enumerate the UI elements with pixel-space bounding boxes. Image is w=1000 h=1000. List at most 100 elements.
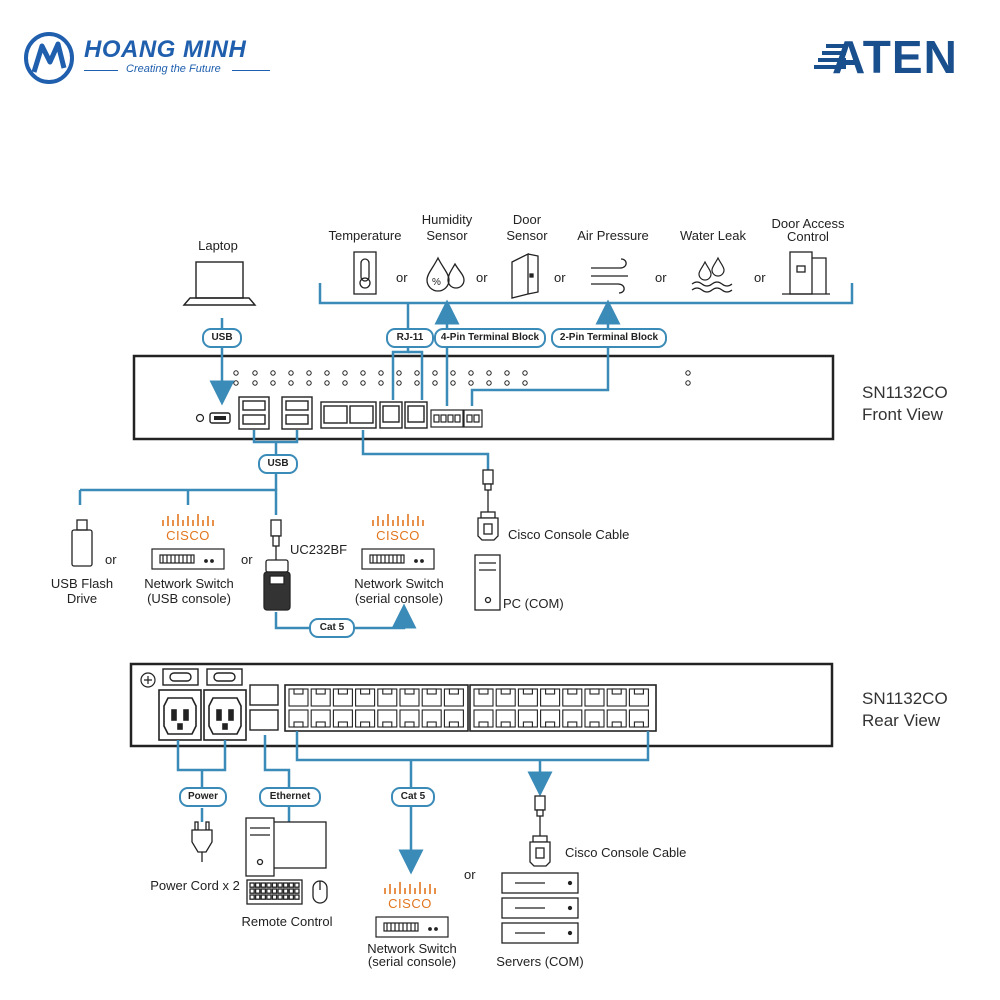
port-latch <box>448 721 459 728</box>
led-dot <box>450 370 456 376</box>
servers-icon <box>501 872 579 944</box>
port-latch <box>337 688 348 695</box>
rear-serial-ports-block <box>284 684 657 732</box>
or-text: or <box>476 270 488 285</box>
led-dot <box>522 380 528 386</box>
led-dot <box>685 370 691 376</box>
power-cord-label: Power Cord x 2 <box>150 878 240 893</box>
port-latch <box>448 688 459 695</box>
or-text: or <box>754 270 766 285</box>
door-access-label-2: Control <box>787 229 829 244</box>
rear-cables <box>176 731 650 875</box>
port-latch <box>382 688 393 695</box>
cisco-console-cable-rear-icon <box>529 795 551 867</box>
keyboard-key <box>288 888 295 894</box>
port-latch <box>633 721 644 728</box>
port-latch <box>293 688 304 695</box>
front-4pin-terminal <box>430 409 464 428</box>
svg-text:%: % <box>432 277 441 288</box>
tagline-rule-right <box>232 70 270 71</box>
keyboard-key <box>249 888 255 894</box>
laptop-label: Laptop <box>198 238 238 253</box>
usb-pill-top: USB <box>202 328 242 348</box>
door-sensor-label-1: Door <box>512 212 542 227</box>
door-sensor-label-2: Sensor <box>506 228 548 243</box>
port-latch <box>522 688 533 695</box>
network-switch-serial-icon <box>361 548 435 570</box>
led-dot <box>252 380 258 386</box>
front-led-icon <box>195 413 205 423</box>
cisco-text: CISCO <box>376 528 420 543</box>
ethernet-pill: Ethernet <box>259 787 321 807</box>
port-latch <box>500 688 511 695</box>
usb-flash-label-2: Drive <box>66 591 98 606</box>
cisco-console-cable-icon <box>477 469 499 541</box>
front-usb-ports-left <box>238 396 270 430</box>
or-text: or <box>464 867 476 882</box>
or-text: or <box>241 552 253 567</box>
humidity-icon: % <box>426 256 465 292</box>
temperature-label: Temperature <box>328 228 402 243</box>
led-dot <box>252 370 258 376</box>
air-pressure-label: Air Pressure <box>577 228 649 243</box>
led-dot <box>685 380 691 386</box>
led-dot <box>378 380 384 386</box>
uc232bf-adapter-icon <box>263 519 291 611</box>
rear-ground-icon <box>140 672 156 688</box>
port-latch <box>500 721 511 728</box>
port-latch <box>426 688 437 695</box>
led-dot <box>468 380 474 386</box>
switch-serial-label-2: (serial console) <box>354 591 444 606</box>
keyboard-key <box>294 882 300 888</box>
keyboard-key <box>294 888 300 894</box>
led-dot <box>504 370 510 376</box>
door-access-label-1: Door Access <box>771 216 845 231</box>
brand-name: HOANG MINH <box>84 36 247 63</box>
cisco-logo-icon <box>162 514 214 526</box>
usb-flash-drive-icon <box>71 519 93 567</box>
rear-view-caption: Rear View <box>862 711 941 730</box>
thermometer-icon <box>353 251 377 295</box>
led-dot <box>360 380 366 386</box>
led-dot <box>270 380 276 386</box>
led-dot <box>414 370 420 376</box>
tagline-rule-left <box>84 70 118 71</box>
keyboard-key <box>277 882 283 888</box>
keyboard-key <box>254 894 261 900</box>
led-dot <box>450 380 456 386</box>
keyboard-key <box>277 888 283 894</box>
rear-power-switches <box>162 668 243 686</box>
keyboard-key <box>266 888 272 894</box>
port-latch <box>611 721 622 728</box>
pc-com-label: PC (COM) <box>503 596 564 611</box>
power-plug-icon <box>191 821 213 862</box>
front-view-caption: Front View <box>862 405 943 424</box>
keyboard-key <box>282 888 289 894</box>
led-dot <box>396 370 402 376</box>
keyboard-key <box>249 882 255 888</box>
led-dot <box>378 370 384 376</box>
water-leak-icon <box>691 256 733 293</box>
led-dot <box>324 380 330 386</box>
led-dot <box>288 380 294 386</box>
led-dot <box>360 370 366 376</box>
keyboard-key <box>271 888 278 894</box>
led-dot <box>432 370 438 376</box>
remote-pc-icon <box>245 817 328 905</box>
front-led-dots <box>233 370 691 386</box>
port-latch <box>293 721 304 728</box>
led-dot <box>486 380 492 386</box>
led-dot <box>342 380 348 386</box>
air-pressure-icon <box>591 258 628 294</box>
keyboard-key <box>254 882 261 888</box>
port-latch <box>545 721 556 728</box>
switch-serial-label-1: Network Switch <box>354 576 444 591</box>
port-latch <box>589 688 600 695</box>
keyboard-key <box>294 894 300 900</box>
aten-wordmark: ATEN <box>832 31 958 83</box>
remote-control-label: Remote Control <box>241 914 333 929</box>
cisco-logo-serial-icon <box>372 514 424 526</box>
door-access-icon <box>782 251 830 295</box>
keyboard-key <box>282 894 289 900</box>
cisco-text: CISCO <box>166 528 210 543</box>
